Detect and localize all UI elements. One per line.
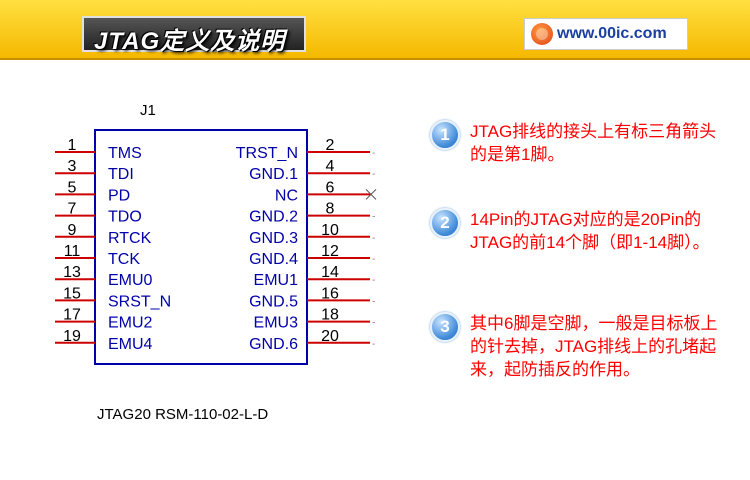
pin-name-right: GND.1 <box>249 166 298 183</box>
pin-name-right: TRST_N <box>236 145 298 162</box>
pin-number-left: 7 <box>68 201 77 218</box>
pin-number-right: 12 <box>321 243 339 260</box>
pin-name-left: EMU4 <box>108 336 153 353</box>
pin-name-right: GND.3 <box>249 230 298 247</box>
pin-name-right: GND.5 <box>249 293 298 310</box>
pin-number-right: 14 <box>321 264 339 281</box>
ic-body <box>94 129 308 365</box>
pin-number-right: 4 <box>326 158 335 175</box>
pin-name-left: TDI <box>108 166 134 183</box>
pin-number-right: 18 <box>321 307 339 324</box>
note-badge-3: 3 <box>430 312 460 342</box>
note-badge-2: 2 <box>430 208 460 238</box>
pin-name-left: TCK <box>108 251 140 268</box>
pin-number-right: 8 <box>326 201 335 218</box>
note-text: 14Pin的JTAG对应的是20Pin的JTAG的前14个脚（即1-14脚）。 <box>470 210 710 252</box>
pin-name-right: GND.6 <box>249 336 298 353</box>
net-tick: - <box>372 254 375 265</box>
site-url: www.00ic.com <box>557 25 667 42</box>
net-tick: - <box>372 212 375 223</box>
pin-number-right: 16 <box>321 285 339 302</box>
pin-number-right: 2 <box>326 137 335 154</box>
pin-number-left: 19 <box>63 328 81 345</box>
pin-number-left: 3 <box>68 158 77 175</box>
pin-name-left: TDO <box>108 209 142 226</box>
pin-number-left: 9 <box>68 222 77 239</box>
net-tick: - <box>372 148 375 159</box>
pin-number-left: 5 <box>68 179 77 196</box>
net-tick: - <box>372 275 375 286</box>
title-box: JTAG定义及说明 <box>82 16 306 55</box>
pin-name-right: GND.4 <box>249 251 298 268</box>
pin-number-left: 17 <box>63 307 81 324</box>
pin-name-left: TMS <box>108 145 142 162</box>
pin-number-right: 6 <box>326 179 335 196</box>
net-tick: - <box>372 296 375 307</box>
note-badge-1: 1 <box>430 120 460 150</box>
pin-name-left: SRST_N <box>108 293 171 310</box>
net-tick: - <box>372 339 375 350</box>
net-tick: - <box>372 169 375 180</box>
note-text: 其中6脚是空脚，一般是目标板上的针去掉，JTAG排线上的孔堵起来，起防插反的作用… <box>470 314 718 379</box>
header-banner: JTAG定义及说明 www.00ic.com <box>0 0 750 60</box>
part-number: JTAG20 RSM-110-02-L-D <box>97 406 269 423</box>
pin-number-left: 15 <box>63 285 81 302</box>
pin-number-right: 10 <box>321 222 339 239</box>
note-text: JTAG排线的接头上有标三角箭头的是第1脚。 <box>470 122 717 164</box>
site-logo[interactable]: www.00ic.com <box>524 18 688 50</box>
pin-name-right: EMU1 <box>254 272 299 289</box>
no-connect-mark <box>365 189 377 200</box>
page-title: JTAG定义及说明 <box>94 28 286 55</box>
pin-number-left: 13 <box>63 264 81 281</box>
pin-name-left: RTCK <box>108 230 152 247</box>
jtag-schematic: 1 TMS 3 TDI 5 PD 7 TDO 9 RTCK 11 TCK 13 EMU0 15 SRST_N 1… <box>55 129 377 365</box>
pin-number-left: 1 <box>68 137 77 154</box>
pin-number-left: 11 <box>64 243 81 260</box>
pin-name-right: EMU3 <box>254 315 299 332</box>
logo-icon <box>531 23 553 45</box>
pin-name-left: EMU2 <box>108 315 153 332</box>
pin-name-left: EMU0 <box>108 272 153 289</box>
component-ref: J1 <box>140 102 156 119</box>
pin-name-left: PD <box>108 187 130 204</box>
pin-name-right: GND.2 <box>249 209 298 226</box>
pin-number-right: 20 <box>321 328 339 345</box>
pin-name-right: NC <box>275 187 298 204</box>
net-tick: - <box>372 233 375 244</box>
net-tick: - <box>372 318 375 329</box>
